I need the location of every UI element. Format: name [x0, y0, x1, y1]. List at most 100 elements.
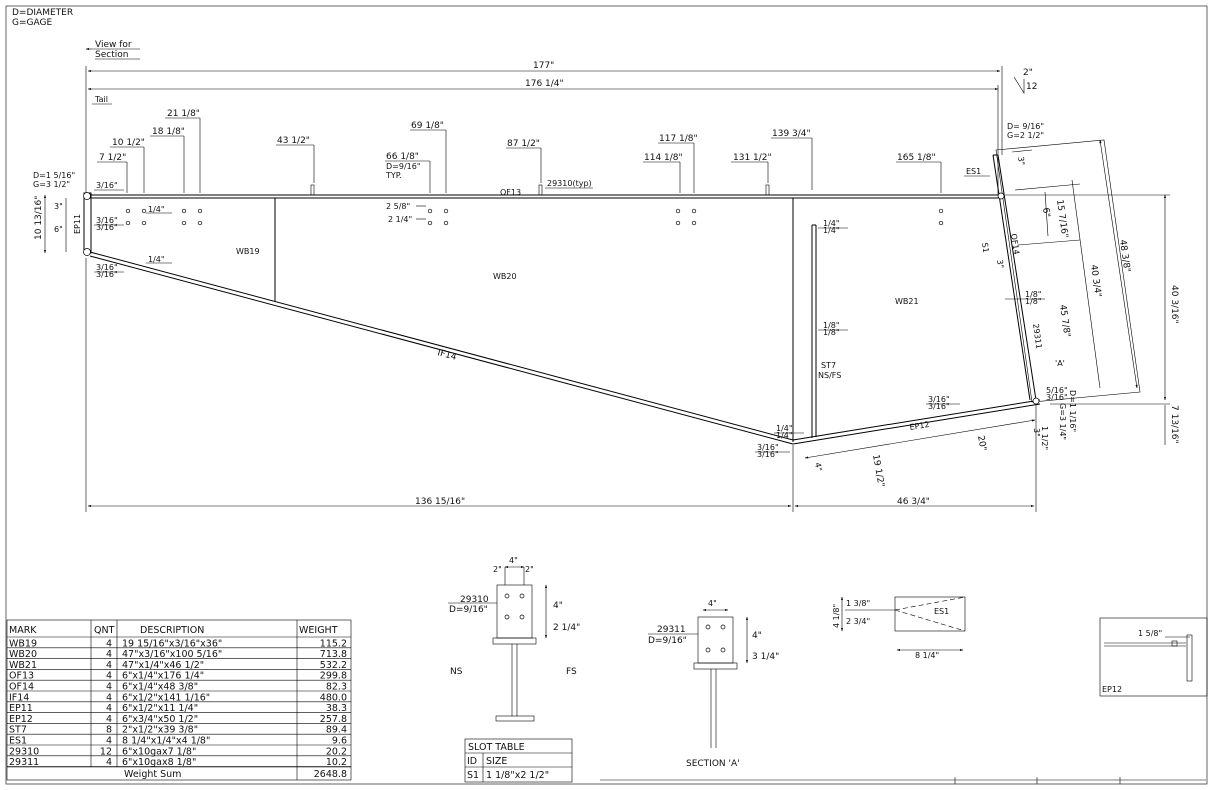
bom-description: 6"x10gax7 1/8" — [122, 746, 196, 757]
bom-weight: 89.4 — [326, 725, 347, 736]
bom-mark: WB19 — [9, 638, 37, 649]
gauge-2-5-8: 2 5/8" — [386, 202, 410, 211]
bom-description: 8 1/4"x1/4"x4 1/8" — [122, 736, 210, 747]
detail-es1-height: 4 1/8" — [832, 604, 841, 628]
slot-table-id: S1 — [467, 770, 479, 781]
drawing-border — [5, 5, 1208, 785]
dim-43-1-2: 43 1/2" — [277, 136, 310, 146]
bom-description: 47"x1/4"x46 1/2" — [122, 660, 204, 671]
bom-mark: WB20 — [9, 649, 37, 660]
bom-mark: 29310 — [9, 746, 39, 757]
dim-117-1-8: 117 1/8" — [659, 134, 698, 144]
detail-29310-mark: 29310 — [460, 595, 489, 605]
bom-weight: 257.8 — [320, 714, 347, 725]
detail-es1-width: 8 1/4" — [915, 651, 939, 660]
bom-mark: OF14 — [9, 682, 34, 693]
left-end-gage: G=3 1/2" — [33, 180, 70, 189]
view-for-section-line2: Section — [95, 50, 128, 60]
label-wb20: WB20 — [493, 272, 517, 281]
end-plate-ep11 — [83, 192, 92, 254]
detail-29310-diameter: D=9/16" — [449, 605, 488, 615]
svg-text:1/8": 1/8" — [1025, 290, 1042, 299]
left-end-diameter: D=1 5/16" — [33, 171, 75, 180]
bom-mark: WB21 — [9, 660, 37, 671]
dim-21-1-8: 21 1/8" — [167, 109, 200, 119]
bom-weight: 115.2 — [320, 638, 347, 649]
label-wb21: WB21 — [895, 297, 919, 306]
dim-114-1-8: 114 1/8" — [644, 153, 683, 163]
bom-qnt: 4 — [106, 714, 112, 725]
detail-29310-ns: NS — [450, 667, 463, 677]
bom-mark: EP12 — [9, 714, 33, 725]
bom-qnt: 4 — [106, 692, 112, 703]
svg-text:1/8": 1/8" — [1025, 297, 1042, 306]
label-s1: S1 — [980, 242, 990, 253]
dim-87-1-2: 87 1/2" — [507, 139, 540, 149]
bom-mark: ES1 — [9, 736, 27, 747]
detail-es1-h1: 1 3/8" — [846, 599, 870, 608]
right-end-diameter: D=1 1/16" — [1068, 390, 1077, 432]
bom-weight: 480.0 — [320, 692, 347, 703]
slot-table-title: SLOT TABLE — [468, 742, 525, 753]
hole-note-diameter: D=9/16" — [386, 162, 421, 171]
label-of13: OF13 — [500, 188, 521, 197]
svg-text:1/4": 1/4" — [776, 431, 793, 440]
bom-header-weight: WEIGHT — [299, 625, 338, 636]
dim-15-7-16: 15 7/16" — [1054, 199, 1069, 239]
bom-description: 6"x1/4"x176 1/4" — [122, 671, 204, 682]
bom-mark: IF14 — [9, 692, 29, 703]
bottom-chord-if14 — [89, 251, 794, 441]
dim-10-1-2: 10 1/2" — [112, 138, 145, 148]
hole-note-typ: TYP. — [385, 171, 402, 180]
svg-text:3/16": 3/16" — [928, 395, 950, 404]
bom-weight-sum-value: 2648.8 — [314, 769, 347, 780]
detail-29310: 4" 2" 2" 4" 2 1/4" 29310 D=9/16" NS FS — [448, 556, 580, 722]
bom-header-description: DESCRIPTION — [140, 625, 204, 636]
dim-69-1-8: 69 1/8" — [411, 121, 444, 131]
detail-29311-diameter: D=9/16" — [648, 636, 687, 646]
detail-29311-side: 4" — [752, 631, 762, 641]
slot-table-header-size: SIZE — [486, 756, 507, 767]
svg-text:3/16": 3/16" — [96, 216, 118, 225]
dim-40-3-16: 40 3/16" — [1169, 285, 1179, 324]
bom-weight: 713.8 — [320, 649, 347, 660]
left-end-d1: 3" — [54, 202, 63, 211]
svg-text:1/4": 1/4" — [776, 424, 793, 433]
label-es1: ES1 — [966, 167, 981, 176]
legend-diameter: D=DIAMETER — [12, 8, 73, 18]
svg-text:3/16": 3/16" — [96, 270, 118, 279]
svg-text:3/16": 3/16" — [96, 263, 118, 272]
bom-qnt: 4 — [106, 649, 112, 660]
bom-weight: 20.2 — [326, 746, 347, 757]
bom-qnt: 4 — [106, 703, 112, 714]
svg-text:5/16": 5/16" — [1046, 386, 1068, 395]
bom-mark: EP11 — [9, 703, 33, 714]
bom-description: 6"x1/2"x11 1/4" — [122, 703, 198, 714]
svg-text:1/4": 1/4" — [823, 226, 840, 235]
detail-29311-mark: 29311 — [657, 625, 686, 635]
label-st7: ST7 — [821, 361, 836, 370]
slot-table: SLOT TABLE ID SIZE S1 1 1/8"x2 1/2" — [464, 738, 573, 783]
detail-29311-top: 4" — [708, 599, 717, 608]
detail-29310-top: 4" — [509, 556, 518, 565]
dim-18-1-8: 18 1/8" — [152, 127, 185, 137]
svg-text:3/16": 3/16" — [757, 450, 779, 459]
weld-symbols: 3/16" 3/16"3/16" 1/4" 1/4" 3/16"3/16" 1/… — [94, 181, 1068, 459]
dim-46-3-4: 46 3/4" — [897, 497, 930, 507]
bom-qnt: 12 — [100, 746, 112, 757]
slope-triangle — [1013, 76, 1025, 95]
slope-rise: 2" — [1023, 68, 1033, 78]
dim-45-7-8: 45 7/8" — [1057, 304, 1071, 338]
left-end-height: 10 13/16" — [34, 196, 44, 240]
svg-text:1/4": 1/4" — [148, 255, 165, 264]
detail-29311-side2: 3 1/4" — [752, 652, 779, 662]
label-29311: 29311 — [1031, 323, 1043, 349]
dim-131-1-2: 131 1/2" — [733, 153, 772, 163]
bom-weight: 82.3 — [326, 682, 347, 693]
dim-4-bottom: 4" — [813, 462, 823, 472]
bom-description: 6"x3/4"x50 1/2" — [122, 714, 198, 725]
label-of14: OF14 — [1009, 233, 1021, 255]
detail-ep12-dim: 1 5/8" — [1138, 629, 1162, 638]
